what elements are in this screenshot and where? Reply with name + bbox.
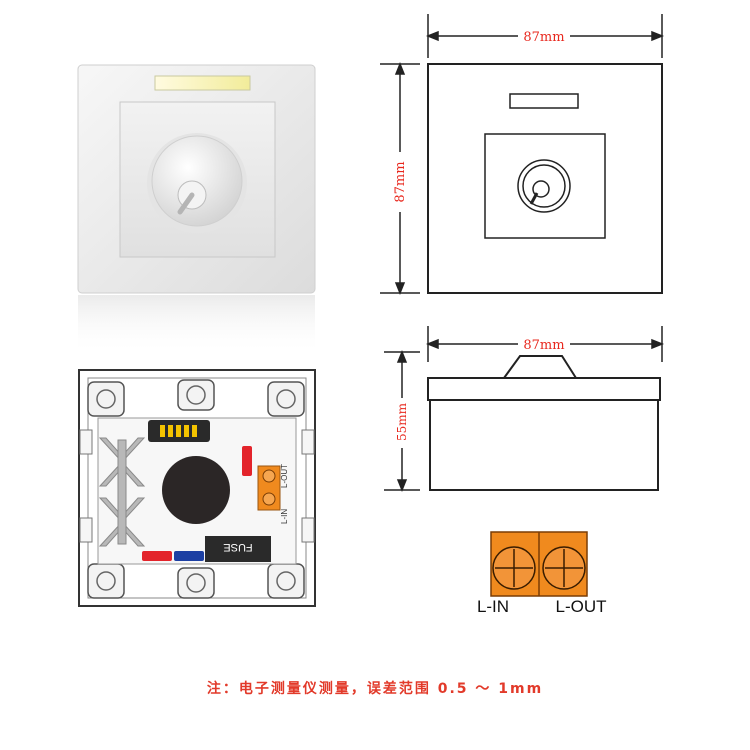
switch-photo: [77, 64, 316, 355]
terminal-l-in-label: L-IN: [477, 597, 509, 616]
terminal-screw-l-in-icon: [492, 546, 536, 590]
measurement-note: 注：电子测量仪测量，误差范围 0.5 ～ 1mm: [206, 681, 544, 697]
side-height-label: 55mm: [395, 402, 409, 441]
pcb-l-out-label: L-OUT: [280, 464, 289, 488]
terminal-block-detail: [490, 531, 588, 597]
fuse-label: FUSE: [223, 541, 252, 553]
top-height-label: 87mm: [393, 161, 408, 202]
terminal-screw-l-out-icon: [542, 546, 586, 590]
pcb-l-in-label: L-IN: [280, 509, 289, 524]
side-view-drawing: [384, 326, 665, 493]
terminal-l-out-label: L-OUT: [556, 597, 607, 616]
top-view-drawing: [380, 14, 665, 296]
pcb-back-view: [78, 369, 316, 607]
side-width-label: 87mm: [523, 338, 564, 353]
top-width-label: 87mm: [523, 30, 564, 45]
